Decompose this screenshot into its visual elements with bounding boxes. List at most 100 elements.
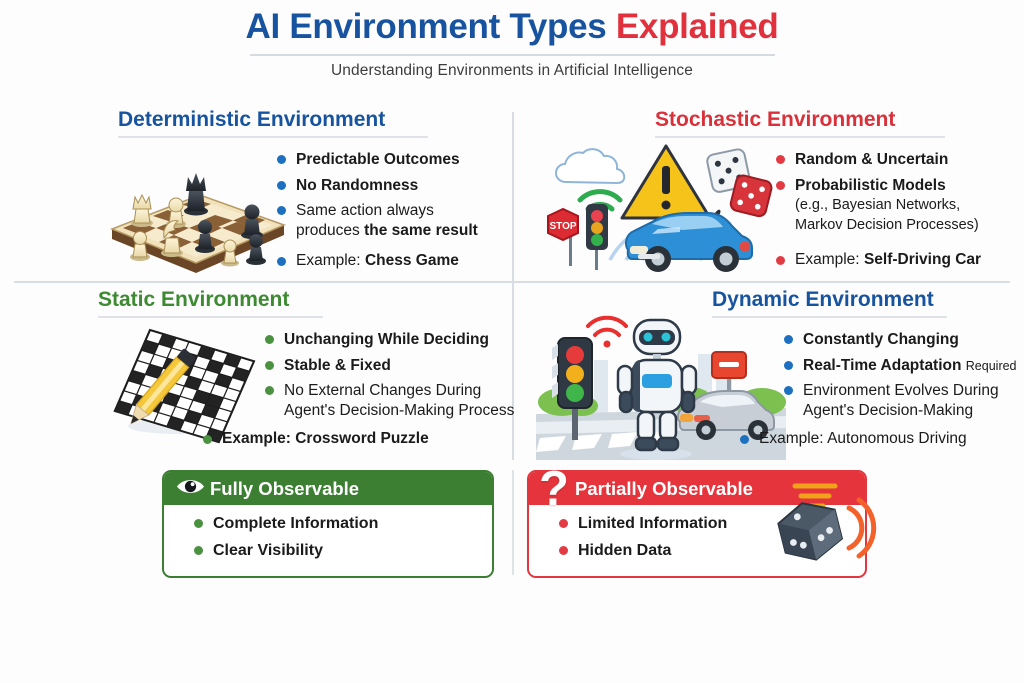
vertical-divider-bottom: [512, 470, 514, 575]
list-item: Limited Information: [559, 514, 865, 534]
list-item: Same action always produces the same res…: [277, 201, 507, 240]
heading-underline: [655, 136, 945, 139]
quadrant-heading: Deterministic Environment: [118, 108, 386, 131]
bullet-dot-icon: [277, 180, 286, 190]
vertical-divider: [512, 112, 514, 460]
bullet-text: Probabilistic Models: [795, 176, 946, 194]
stochastic-bullet-list: Random & Uncertain Probabilistic Models …: [776, 150, 1021, 240]
bullet-dot-icon: [277, 155, 286, 164]
static-bullet-list: Unchanging While Deciding Stable & Fixed…: [265, 330, 515, 426]
bullet-dot-icon: [784, 386, 793, 396]
static-example: Example: Crossword Puzzle: [203, 430, 429, 448]
bullet-note-line-1: (e.g., Bayesian Networks,: [795, 197, 961, 214]
fully-observable-bullet-list: Complete Information Clear Visibility: [194, 514, 492, 561]
bullet-dot-icon: [559, 519, 568, 528]
heading-underline: [712, 316, 947, 319]
bullet-dot-icon: [265, 360, 274, 370]
bullet-dot-icon: [265, 335, 274, 344]
card-partially-observable[interactable]: Partially Observable Limited Information…: [527, 465, 877, 578]
svg-text:STOP: STOP: [549, 221, 576, 232]
bullet-dot-icon: [194, 546, 203, 556]
bullet-text: Clear Visibility: [213, 542, 323, 560]
bullet-text: No Randomness: [296, 176, 419, 194]
bullet-dot-icon: [265, 386, 274, 396]
card-fully-observable[interactable]: Fully Observable Complete Information Cl…: [162, 470, 494, 578]
self-driving-car-illustration: STOP: [538, 138, 778, 280]
bullet-dot-icon: [277, 206, 286, 216]
bullet-note-line-2: Markov Decision Processes): [795, 216, 979, 233]
card-title: Fully Observable: [210, 477, 360, 499]
deterministic-bullet-list: Predictable Outcomes No Randomness Same …: [277, 150, 507, 246]
card-inner: Partially Observable Limited Information…: [527, 470, 877, 578]
stochastic-example: Example: Self-Driving Car: [776, 251, 981, 269]
dynamic-example: Example: Autonomous Driving: [740, 430, 967, 448]
bullet-text: Predictable Outcomes: [296, 151, 460, 168]
eye-icon: [176, 477, 205, 496]
page-title: AI Environment Types Explained: [0, 7, 1024, 47]
list-item: Unchanging While Deciding: [265, 330, 515, 350]
list-item: Predictable Outcomes: [277, 150, 507, 170]
example-label: Example:: [296, 252, 361, 269]
list-item: Hidden Data: [559, 541, 865, 561]
list-item: Clear Visibility: [194, 541, 492, 561]
partially-observable-bullet-list: Limited Information Hidden Data: [559, 514, 865, 561]
list-item: Environment Evolves During Agent's Decis…: [784, 381, 1024, 420]
deterministic-example: Example: Chess Game: [277, 252, 459, 270]
quadrant-heading: Static Environment: [98, 288, 290, 311]
bullet-text: Same action always: [296, 202, 434, 220]
heading-underline: [98, 316, 323, 319]
question-mark-icon: ?: [539, 462, 569, 516]
quadrant-heading: Stochastic Environment: [655, 108, 896, 131]
example-label: Example:: [759, 430, 824, 447]
bullet-dot-icon: [776, 256, 785, 265]
title-accent: Explained: [615, 7, 779, 46]
card-inner: Fully Observable Complete Information Cl…: [162, 470, 494, 578]
dice-signal-illustration: [749, 474, 877, 570]
horizontal-divider: [14, 281, 1010, 283]
card-body: Complete Information Clear Visibility: [164, 505, 492, 561]
quadrant-heading: Dynamic Environment: [712, 288, 934, 311]
card-body: Limited Information Hidden Data: [529, 505, 865, 561]
bullet-text-cont: Agent's Decision-Making: [803, 401, 974, 419]
bullet-text: Unchanging While Deciding: [284, 331, 489, 348]
crossword-puzzle-illustration: [98, 328, 258, 444]
title-divider: [249, 53, 775, 56]
example-label: Example:: [222, 430, 291, 447]
dynamic-bullet-list: Constantly Changing Real-Time Adaptation…: [784, 330, 1024, 426]
bullet-text: Complete Information: [213, 515, 379, 532]
list-item: Stable & Fixed: [265, 356, 515, 376]
heading-underline: [118, 136, 428, 139]
bullet-dot-icon: [203, 435, 212, 444]
bullet-text: Random & Uncertain: [795, 151, 949, 168]
title-primary: AI Environment Types: [245, 7, 607, 46]
bullet-text: Limited Information: [578, 515, 728, 532]
list-item: Complete Information: [194, 514, 492, 534]
bullet-dot-icon: [194, 519, 203, 528]
bullet-dot-icon: [776, 180, 785, 190]
bullet-text: Hidden Data: [578, 542, 672, 560]
bullet-text-tail: Required: [965, 358, 1017, 373]
bullet-text-cont: Agent's Decision-Making Process: [284, 401, 515, 419]
card-header: Partially Observable: [529, 472, 865, 505]
quadrant-deterministic: Deterministic Environment: [118, 108, 500, 139]
bullet-dot-icon: [776, 155, 785, 164]
list-item: Random & Uncertain: [776, 150, 1021, 170]
bullet-dot-icon: [277, 257, 286, 266]
bullet-dot-icon: [559, 546, 568, 556]
quadrant-dynamic: Dynamic Environment: [712, 288, 1024, 319]
list-item: Constantly Changing: [784, 330, 1024, 350]
quadrant-static: Static Environment: [98, 288, 428, 319]
bullet-text: Constantly Changing: [803, 331, 959, 348]
list-item: No Randomness: [277, 176, 507, 196]
poster-header: AI Environment Types Explained Understan…: [0, 7, 1024, 80]
bullet-text-cont: produces: [296, 221, 365, 239]
example-value: Self-Driving Car: [863, 251, 982, 268]
bullet-dot-icon: [784, 335, 793, 344]
bullet-dot-icon: [740, 435, 749, 444]
chessboard-illustration: [104, 143, 289, 283]
list-item: Probabilistic Models (e.g., Bayesian Net…: [776, 176, 1021, 235]
robot-traffic-illustration: [536, 310, 786, 460]
list-item: Real-Time Adaptation Required: [784, 356, 1024, 376]
example-value: Crossword Puzzle: [295, 430, 429, 447]
